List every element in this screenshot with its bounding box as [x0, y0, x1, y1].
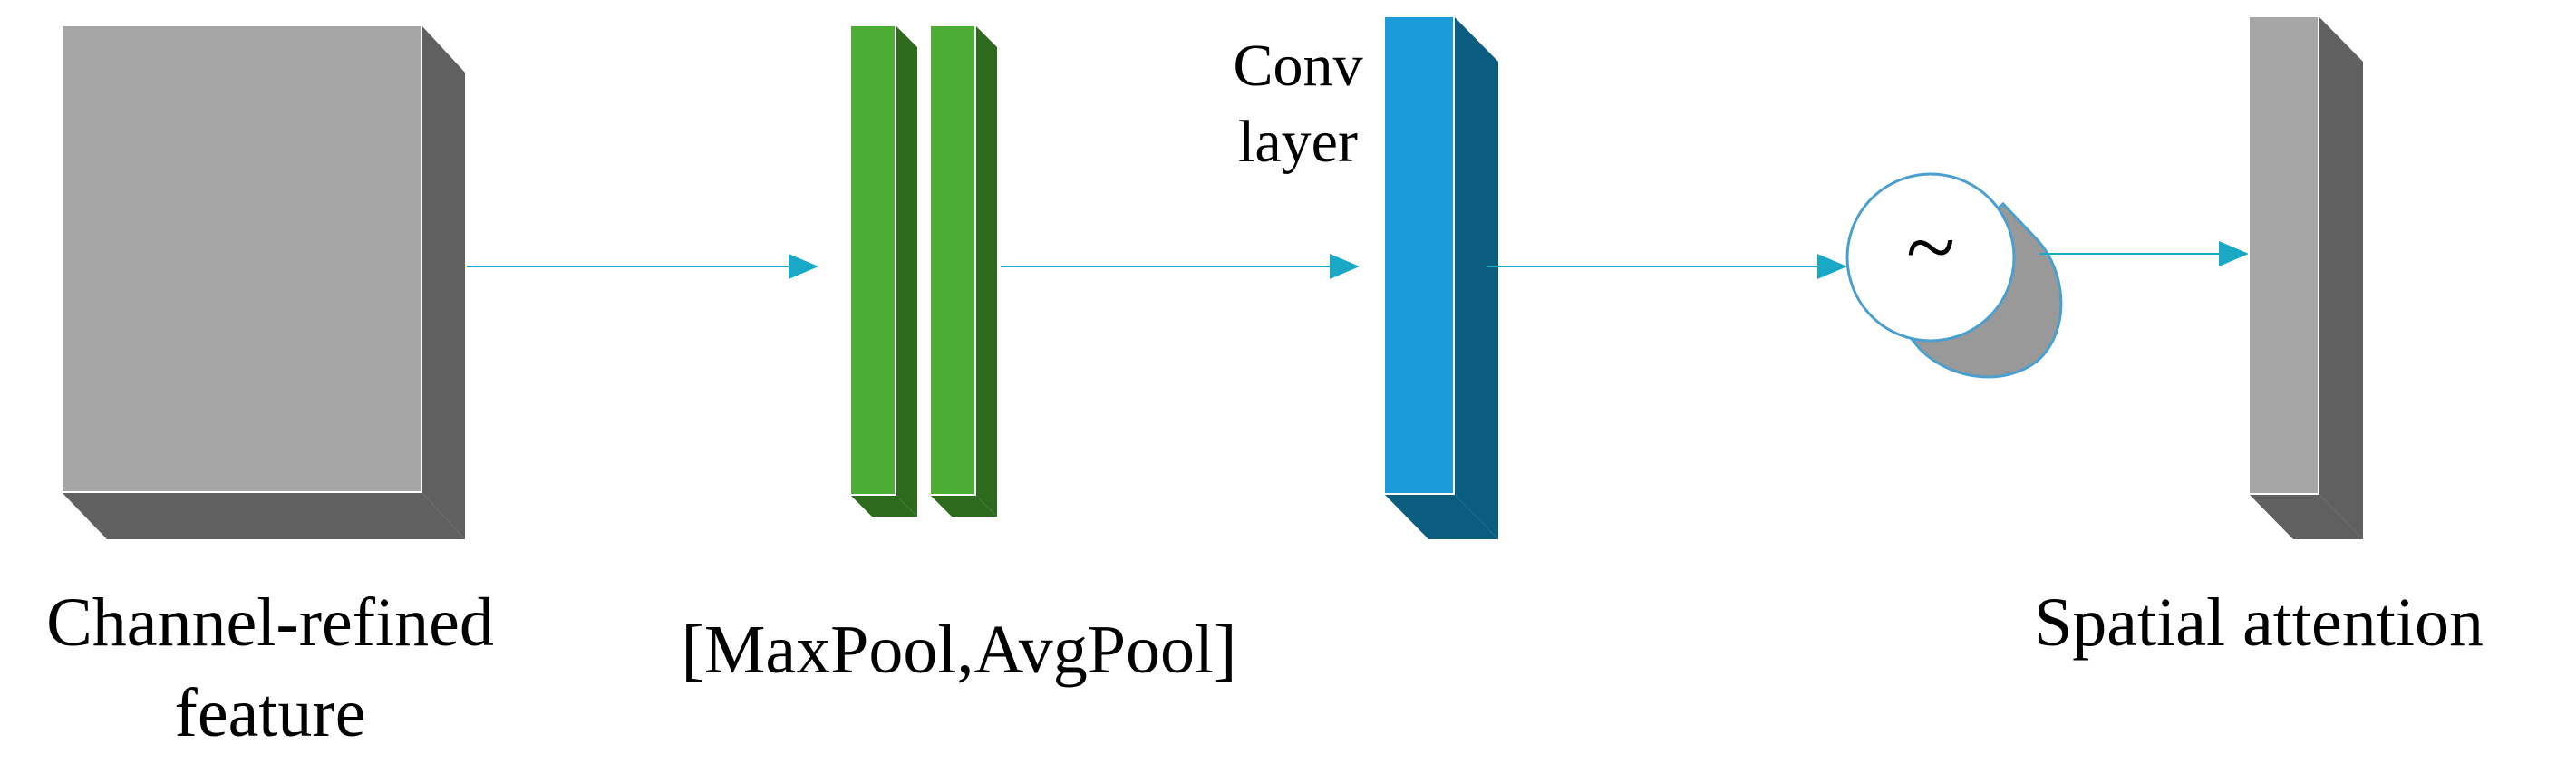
- input-label-line2: feature: [175, 675, 366, 751]
- conv-label-line2: layer: [1238, 109, 1358, 175]
- arrow-input-to-pool: [467, 254, 818, 279]
- pool-label: [MaxPool,AvgPool]: [682, 612, 1237, 688]
- arrow-sigmoid-to-output: [2039, 241, 2249, 266]
- conv-layer-block: [1383, 15, 1498, 539]
- output-label: Spatial attention: [2034, 585, 2484, 661]
- arrow-conv-to-sigmoid: [1487, 254, 1847, 279]
- pool-maps: [849, 24, 997, 517]
- input-feature-block: [61, 24, 465, 539]
- sigmoid-symbol: ~: [1906, 197, 1955, 297]
- output-attention-block: [2248, 15, 2363, 539]
- conv-label-line1: Conv: [1233, 33, 1362, 99]
- input-block-front: [61, 24, 422, 493]
- input-block-bottom: [62, 492, 465, 539]
- input-label-line1: Channel-refined: [46, 585, 494, 661]
- sigmoid-node: ~: [1845, 172, 2063, 379]
- avgpool-map: [929, 24, 997, 517]
- sigmoid-circle: [1845, 172, 2016, 343]
- input-block-side: [421, 25, 465, 539]
- maxpool-map: [849, 24, 917, 517]
- arrow-pool-to-conv: [1001, 254, 1360, 279]
